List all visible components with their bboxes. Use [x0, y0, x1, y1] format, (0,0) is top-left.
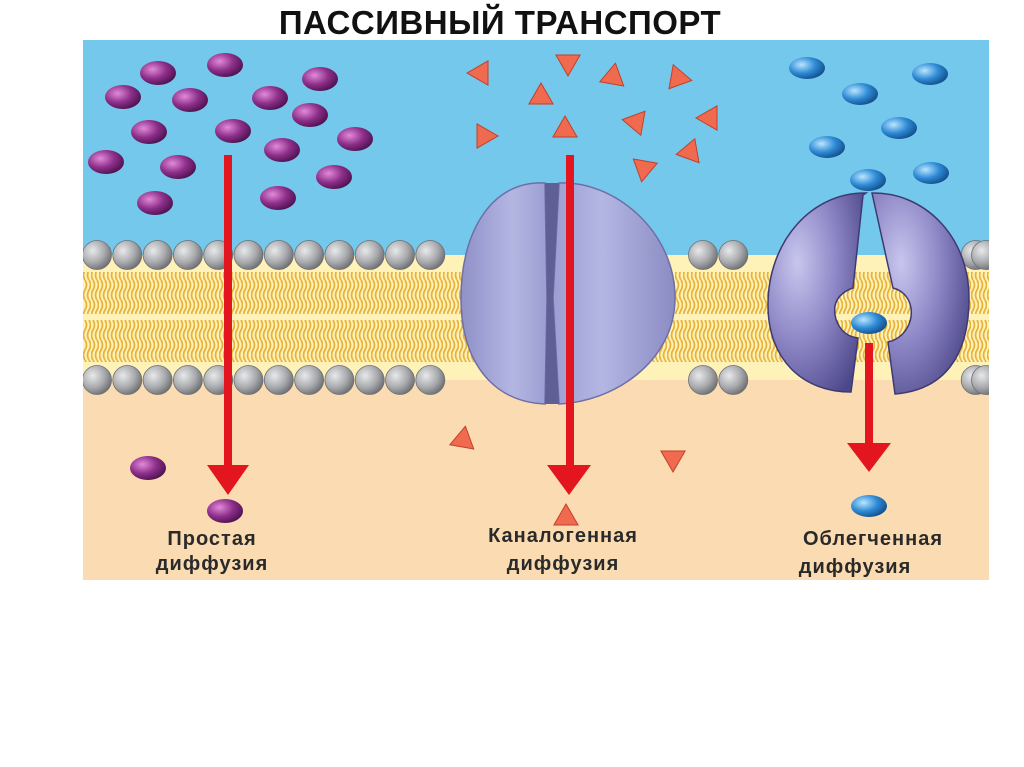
molecule-purple	[172, 88, 208, 112]
molecules	[88, 53, 949, 526]
phospholipid-head	[112, 365, 143, 395]
phospholipid-head	[294, 240, 325, 270]
phospholipid-head	[688, 240, 718, 270]
carrier-protein	[767, 192, 970, 395]
molecule-triangle	[621, 110, 646, 137]
carrier-protein-body	[767, 192, 869, 393]
molecule-blue	[913, 162, 949, 184]
molecule-triangle	[528, 81, 554, 105]
channel-pore	[545, 183, 559, 404]
molecule-purple	[88, 150, 124, 174]
phospholipid-head	[263, 365, 294, 395]
phospholipid-head	[324, 365, 355, 395]
label-simple-diffusion-line1: Простая	[167, 528, 256, 550]
molecule-triangle	[694, 105, 718, 131]
molecule-triangle	[476, 123, 500, 149]
molecule-blue	[851, 495, 887, 517]
molecule-purple	[137, 191, 173, 215]
channel-protein-left-half	[460, 182, 548, 405]
molecule-purple	[264, 138, 300, 162]
phospholipid-head	[354, 365, 385, 395]
phospholipid-head	[971, 240, 989, 270]
channel-protein-right-half	[552, 182, 676, 405]
molecule-purple	[260, 186, 296, 210]
phospholipid-head	[385, 240, 415, 270]
molecule-purple	[316, 165, 352, 189]
molecule-blue	[881, 117, 917, 139]
phospholipid-head	[294, 365, 325, 395]
molecule-purple	[207, 499, 243, 523]
phospholipid-head	[718, 240, 749, 270]
label-facilitated-diffusion-line2: диффузия	[799, 556, 912, 578]
molecule-triangle	[668, 63, 693, 90]
phospholipid-head	[173, 365, 203, 395]
page-title: ПАССИВНЫЙ ТРАНСПОРТ	[278, 4, 722, 41]
phospholipid-head	[112, 240, 143, 270]
molecule-triangle	[555, 54, 581, 78]
molecule-purple	[302, 67, 338, 91]
phospholipid-head	[354, 240, 385, 270]
phospholipid-head	[385, 365, 415, 395]
molecule-purple	[105, 85, 141, 109]
phospholipid-head	[142, 365, 173, 395]
phospholipid-head	[233, 365, 264, 395]
phospholipid-head	[263, 240, 294, 270]
molecule-blue	[912, 63, 948, 85]
molecule-triangle	[553, 502, 579, 526]
molecule-blue	[850, 169, 886, 191]
molecule-blue	[842, 83, 878, 105]
molecule-purple	[337, 127, 373, 151]
label-facilitated-diffusion-line1: Облегченная	[803, 528, 943, 550]
molecule-blue	[851, 312, 887, 334]
phospholipid-head	[415, 365, 446, 395]
phospholipid-heads	[83, 240, 989, 395]
molecule-triangle	[448, 425, 475, 450]
phospholipid-head	[233, 240, 264, 270]
label-simple-diffusion-line2: диффузия	[156, 553, 269, 575]
label-channel-diffusion-line1: Каналогенная	[488, 525, 638, 547]
phospholipid-head	[324, 240, 355, 270]
molecule-triangle	[465, 60, 489, 86]
arrow-simple-diffusion	[207, 155, 249, 495]
molecule-purple	[130, 456, 166, 480]
arrow-channel-diffusion	[547, 155, 591, 495]
phospholipid-head	[971, 365, 989, 395]
molecule-purple	[252, 86, 288, 110]
phospholipid-head	[173, 240, 203, 270]
phospholipid-head	[83, 365, 112, 395]
molecule-purple	[160, 155, 196, 179]
molecule-triangle	[552, 114, 578, 138]
diffusion-arrows	[207, 155, 891, 495]
channel-protein	[460, 182, 676, 405]
molecule-triangle	[660, 450, 686, 474]
molecule-purple	[140, 61, 176, 85]
molecule-purple	[215, 119, 251, 143]
molecule-blue	[809, 136, 845, 158]
molecule-purple	[207, 53, 243, 77]
phospholipid-head	[718, 365, 749, 395]
molecule-purple	[292, 103, 328, 127]
phospholipid-head	[83, 240, 112, 270]
molecule-triangle	[675, 137, 700, 164]
phospholipid-head	[142, 240, 173, 270]
label-channel-diffusion-line2: диффузия	[507, 553, 620, 575]
molecule-triangle	[598, 62, 625, 87]
molecule-purple	[131, 120, 167, 144]
arrow-facilitated-diffusion	[847, 343, 891, 472]
carrier-protein-body-right	[871, 192, 970, 395]
phospholipid-head	[688, 365, 718, 395]
phospholipid-head	[415, 240, 446, 270]
molecule-blue	[789, 57, 825, 79]
molecule-triangle	[632, 158, 659, 183]
passive-transport-diagram: Простая диффузия Каналогенная диффузия О…	[83, 40, 989, 580]
